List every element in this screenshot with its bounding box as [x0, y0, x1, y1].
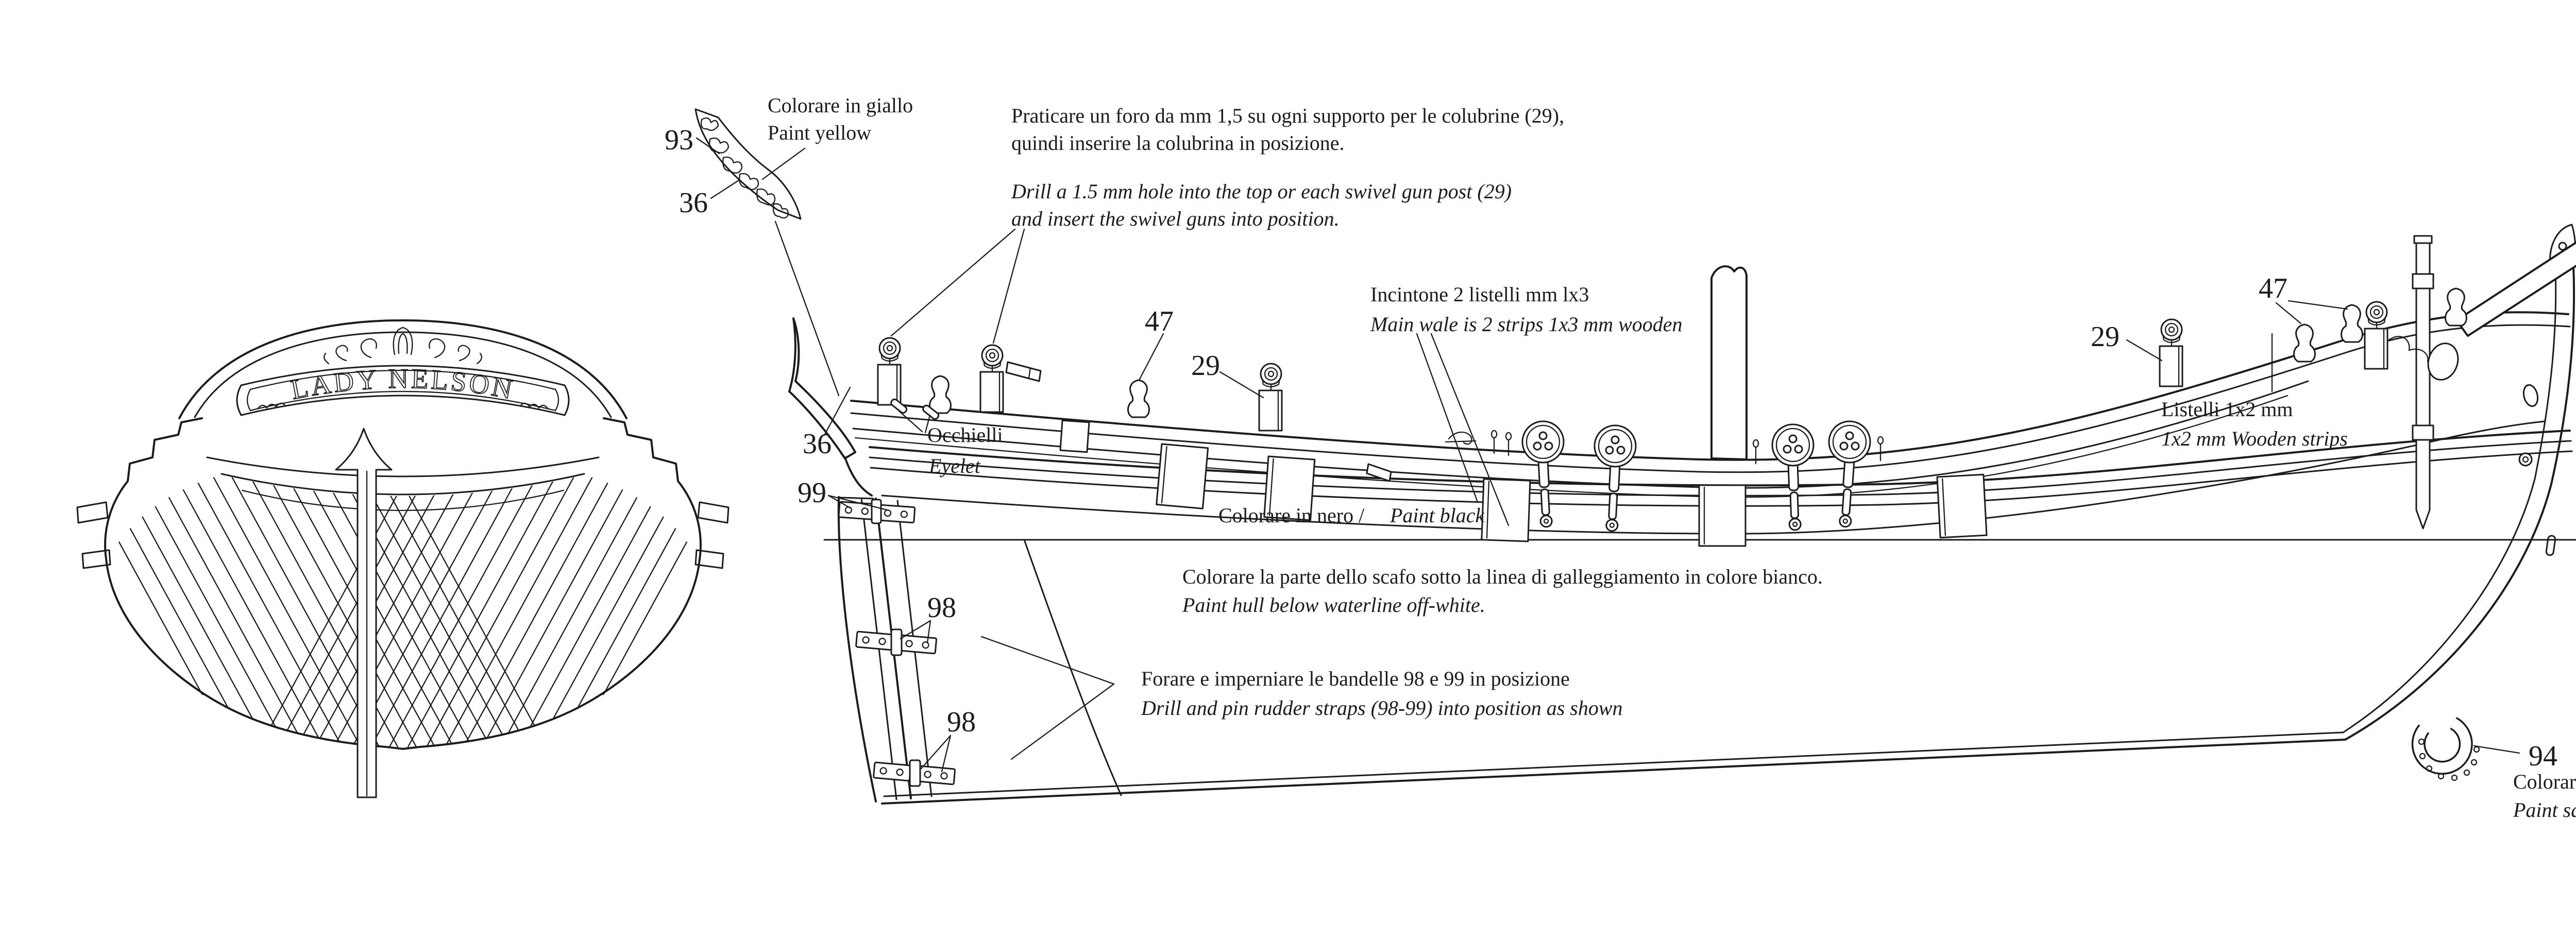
part-number-labels: 93 36 36 99 98 98 47 29 47 29 94 [665, 124, 2557, 772]
side-view [788, 224, 2576, 805]
gunport-open [1059, 419, 1090, 453]
eyelets [890, 398, 940, 420]
plaque-flourish-left [257, 402, 286, 410]
label-98-upper: 98 [927, 592, 956, 624]
note-hull-colour-it: Colorare come lo scafo [2513, 770, 2576, 793]
annotations: Praticare un foro da mm 1,5 su ogni supp… [768, 94, 2576, 822]
bow-fittings [2386, 336, 2556, 556]
bowsprit [2455, 241, 2576, 337]
leader-lines [696, 137, 2520, 773]
carving-scrollwork [700, 117, 789, 219]
deadwood-curve [1023, 539, 1122, 796]
note-strips-en: 1x2 mm Wooden strips [2161, 427, 2348, 450]
cleat-stern [929, 375, 952, 414]
hull-planking [109, 475, 697, 748]
cleat-bow-1 [2293, 323, 2316, 363]
hawse-hole [2522, 384, 2539, 407]
transom-top-arch-outer [178, 319, 628, 419]
stem-inner [2342, 267, 2557, 733]
note-drill-swivel-en-2: and insert the swivel guns into position… [1011, 207, 1340, 230]
horseshoe-plate-94 [2411, 717, 2480, 781]
swivel-gun-bow-2 [2364, 301, 2388, 370]
note-waterline-en: Paint hull below waterline off-white. [1182, 593, 1485, 617]
transom-top-arch-inner [194, 331, 612, 418]
label-94: 94 [2529, 740, 2557, 772]
note-main-wale-en: Main wale is 2 strips 1x3 mm wooden [1370, 313, 1683, 336]
label-93: 93 [665, 124, 693, 156]
note-rudder-it: Forare e imperniare le bandelle 98 e 99 … [1141, 667, 1570, 690]
side-ledges [76, 501, 730, 569]
note-paint-black-it: Colorare in nero / [1218, 504, 1365, 527]
stern-view: LADY NELSON [76, 319, 730, 798]
note-paint-yellow-it: Colorare in giallo [768, 94, 913, 117]
note-drill-swivel-it-2: quindi inserire la colubrina in posizion… [1011, 131, 1345, 155]
ship-name: LADY NELSON [289, 363, 517, 405]
note-paint-black-en: Paint black [1389, 504, 1485, 527]
note-eyelet-en: Eyelet [928, 454, 981, 477]
deck-details [1445, 430, 1884, 465]
label-98-lower: 98 [947, 706, 976, 738]
cleat-bow-2 [2341, 304, 2363, 343]
label-47-bow: 47 [2259, 272, 2287, 304]
keel-top [883, 731, 2344, 797]
note-strips-it: Listelli 1x2 mm [2161, 398, 2293, 421]
counter-arc-1 [206, 456, 600, 477]
gun-barrels [1005, 361, 1392, 482]
deadeyes [1521, 420, 1871, 532]
bow-banded-post [2412, 235, 2434, 529]
label-36-top: 36 [679, 187, 708, 219]
counter-edge [844, 456, 873, 497]
planksheer-top [852, 380, 2309, 489]
label-29-bow: 29 [2091, 321, 2120, 353]
bow-ring-small [2518, 452, 2533, 467]
name-plaque: LADY NELSON [236, 363, 570, 416]
counter-arc-2 [221, 473, 585, 495]
note-drill-swivel-it-1: Praticare un foro da mm 1,5 su ogni supp… [1011, 104, 1564, 127]
note-eyelet-it: Occhielli [927, 423, 1003, 447]
note-hull-colour-en: Paint same colour as hull [2513, 798, 2576, 822]
label-36-stern: 36 [803, 428, 832, 460]
swivel-gun-stern-1 [877, 337, 902, 406]
stern-rudder-post [335, 428, 393, 798]
mast-stub [1710, 265, 1748, 460]
swivel-gun-stern-2 [979, 344, 1004, 413]
label-47-stern: 47 [1145, 305, 1174, 337]
note-rudder-en: Drill and pin rudder straps (98-99) into… [1141, 696, 1623, 720]
bobstay-ring [2427, 343, 2459, 381]
stem-slot [2545, 535, 2556, 556]
note-main-wale-it: Incintone 2 listelli mm lx3 [1370, 283, 1589, 306]
counter-arc-3 [241, 489, 565, 511]
label-29-stern: 29 [1191, 350, 1220, 382]
cleat-bow-3 [2445, 287, 2467, 327]
stern-hull-outline [104, 417, 702, 750]
keel-bottom [881, 739, 2346, 805]
transom-crest-ornament [323, 327, 483, 365]
note-paint-yellow-en: Paint yellow [768, 121, 871, 144]
label-99: 99 [798, 477, 826, 509]
cleat-mid [1127, 379, 1150, 418]
rudder-straps [838, 499, 956, 787]
note-drill-swivel-en-1: Drill a 1.5 mm hole into the top or each… [1011, 180, 1512, 203]
rudder-leading-edge [837, 496, 877, 802]
swivel-gun-bow-1 [2159, 318, 2183, 387]
note-waterline-it: Colorare la parte dello scafo sotto la l… [1182, 565, 1823, 588]
stem-outer [2344, 265, 2575, 741]
gunports [1059, 419, 1988, 547]
plaque-flourish-right [519, 402, 549, 410]
